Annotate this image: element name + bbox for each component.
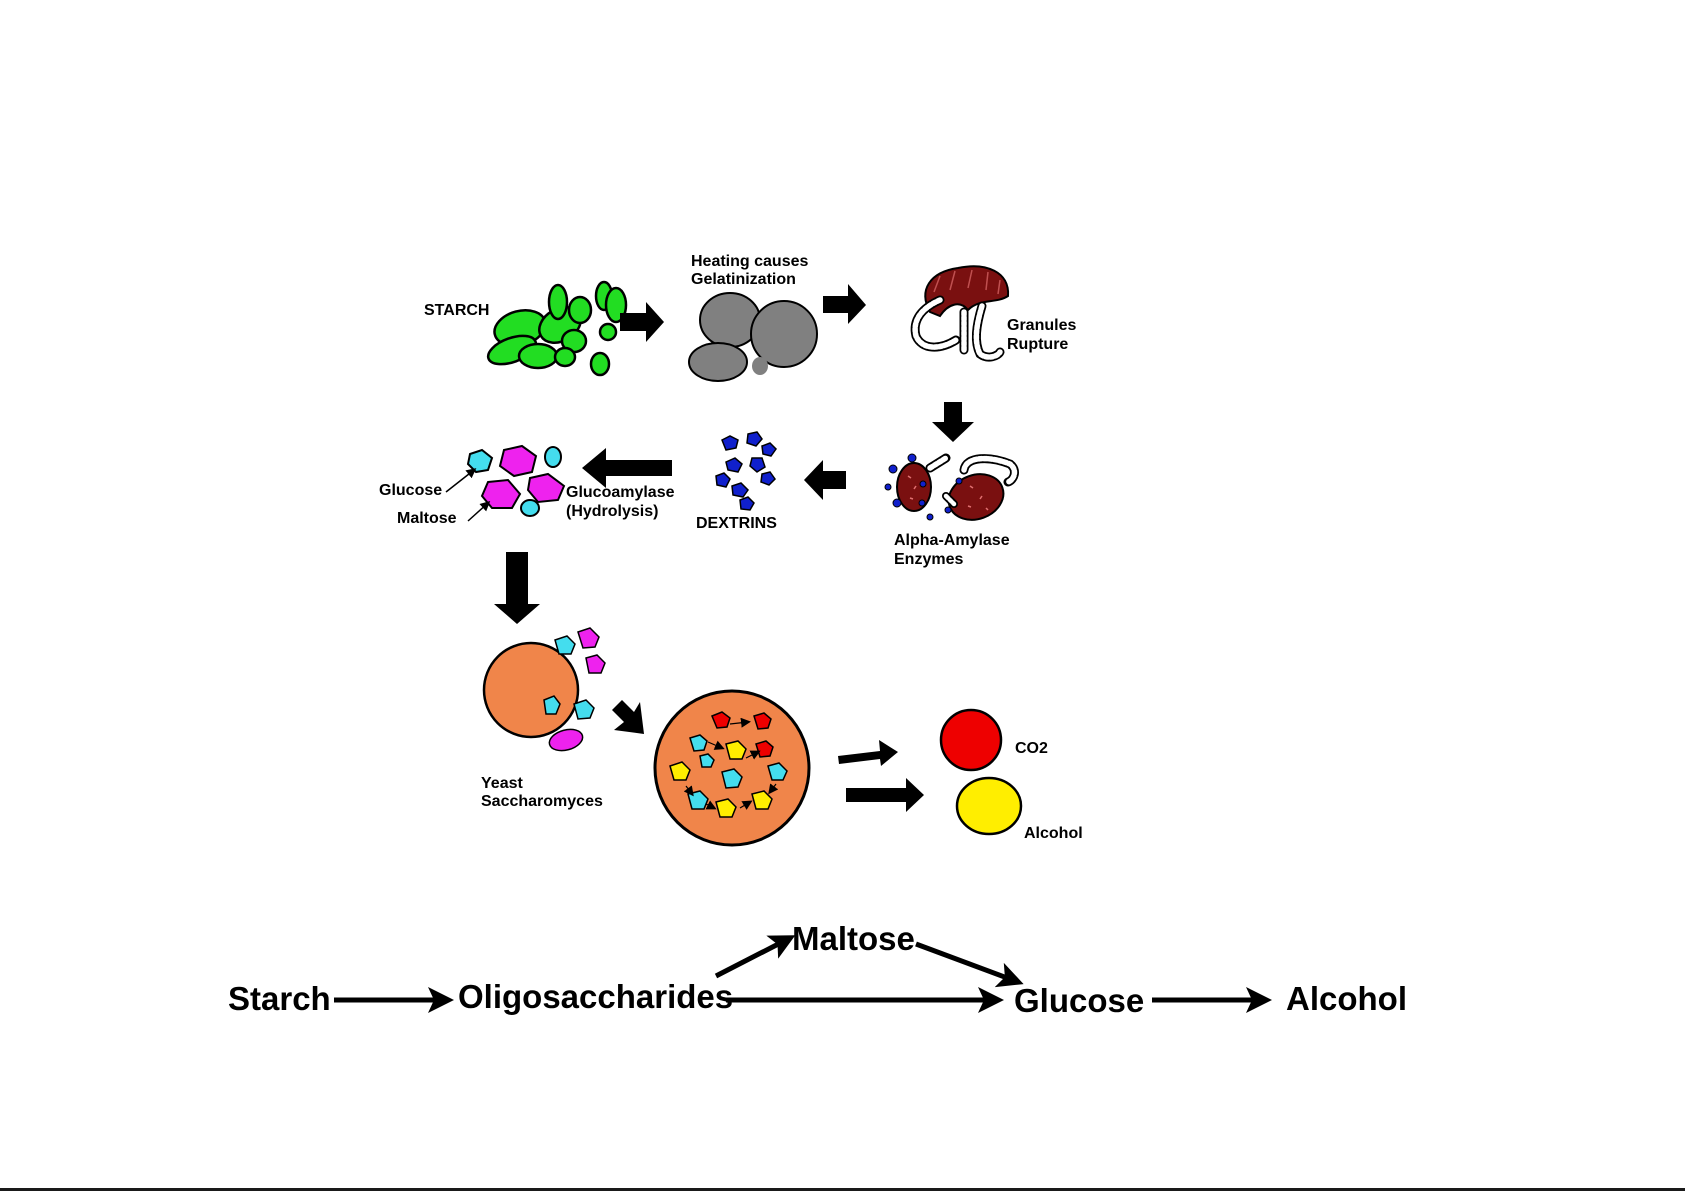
arrow-gelatinization-to-rupture: [823, 284, 866, 324]
starch-granules: [484, 282, 626, 375]
alpha-amylase-label-line2: Enzymes: [894, 551, 963, 568]
pathway-glucose: Glucose: [1014, 982, 1144, 1019]
arrow-to-co2: [838, 740, 898, 766]
dextrin-fragments: [716, 432, 776, 510]
pathway-starch: Starch: [228, 980, 331, 1017]
co2-bubble: [941, 710, 1001, 770]
pathway-maltose: Maltose: [792, 920, 915, 957]
alcohol-label: Alcohol: [1024, 825, 1083, 842]
maltose-pointer-arrow: [468, 503, 488, 521]
dextrins-label: DEXTRINS: [696, 515, 777, 532]
glucoamylase-label-line2: (Hydrolysis): [566, 503, 658, 520]
co2-label: CO2: [1015, 740, 1048, 757]
yeast-cell: [484, 643, 578, 737]
gelatinized-granules: [689, 293, 817, 381]
pathway-arrow-oligo-maltose: [716, 938, 790, 976]
alpha-amylase-label-line1: Alpha-Amylase: [894, 532, 1010, 549]
arrow-to-alcohol: [846, 778, 924, 812]
pathway-alcohol: Alcohol: [1286, 980, 1407, 1017]
yeast-label-line1: Yeast: [481, 775, 523, 792]
glucose-maltose-cluster: [468, 446, 564, 516]
pathway-equation: Starch Oligosaccharides Maltose Glucose …: [228, 920, 1407, 1019]
granules-label-line1: Granules: [1007, 317, 1076, 334]
glucoamylase-label-line1: Glucoamylase: [566, 484, 675, 501]
granules-label-line2: Rupture: [1007, 336, 1068, 353]
alpha-amylase-granules: [897, 458, 1014, 527]
maltose-label: Maltose: [397, 510, 457, 527]
arrow-rupture-to-alpha-amylase: [932, 402, 974, 442]
yeast-label-line2: Saccharomyces: [481, 793, 603, 810]
glucose-pointer-arrow: [446, 470, 474, 492]
pathway-arrow-maltose-glucose: [916, 944, 1018, 982]
starch-label: STARCH: [424, 302, 489, 319]
alcohol-bubble: [957, 778, 1021, 834]
arrow-dextrins-to-glucoamylase: [582, 448, 672, 488]
heating-label-line2: Gelatinization: [691, 271, 796, 288]
arrow-alpha-amylase-to-dextrins: [804, 460, 846, 500]
glucose-label: Glucose: [379, 482, 442, 499]
heating-label-line1: Heating causes: [691, 253, 808, 270]
pathway-oligosaccharides: Oligosaccharides: [458, 978, 733, 1015]
arrow-glucose-to-yeast: [494, 552, 540, 624]
fermenting-cell: [655, 691, 809, 845]
ruptured-granule: [915, 266, 1008, 357]
arrow-yeast-to-fermentation: [612, 700, 644, 734]
